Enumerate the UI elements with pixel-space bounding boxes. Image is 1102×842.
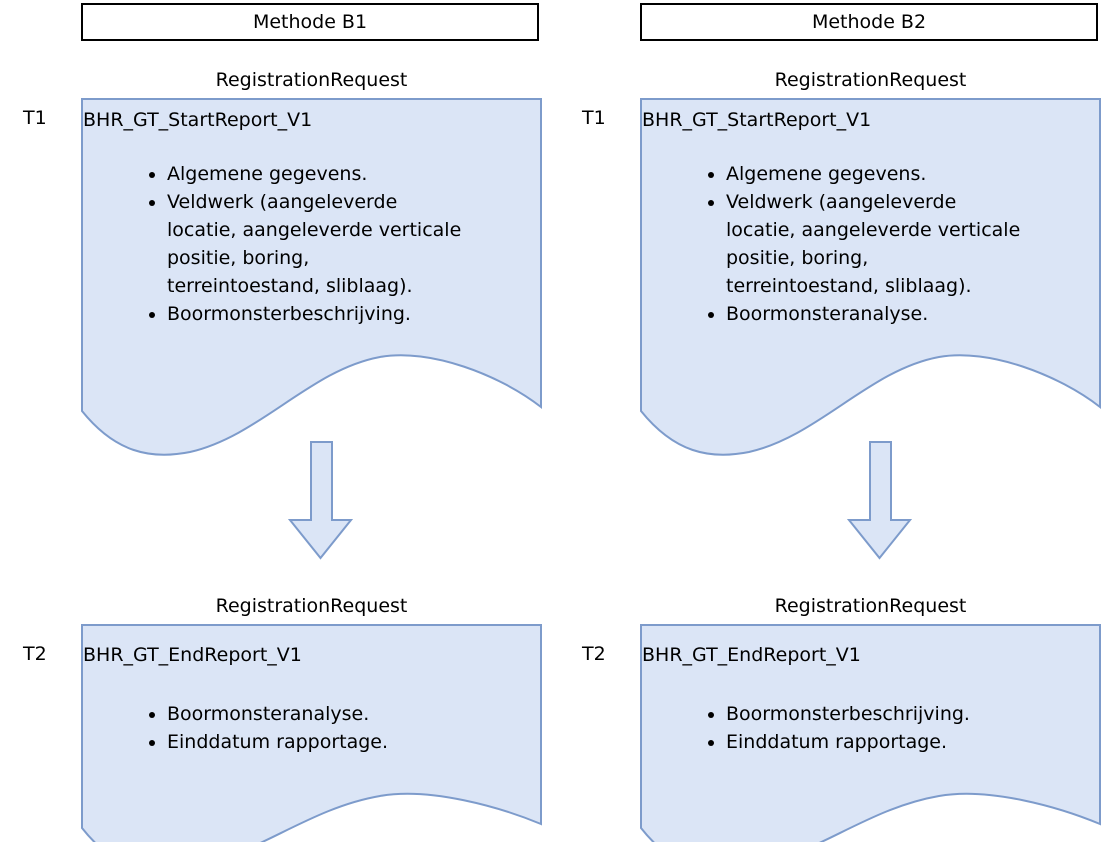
document-title: BHR_GT_StartReport_V1	[642, 109, 872, 131]
document-title: BHR_GT_StartReport_V1	[83, 109, 313, 131]
end-report-document: BHR_GT_EndReport_V1 Boormonsterbeschrijv…	[640, 624, 1101, 756]
down-arrow-icon	[847, 441, 912, 560]
bullet-item: Algemene gegevens.	[726, 160, 1097, 188]
document-shape	[640, 624, 1101, 842]
document-shape	[81, 624, 542, 842]
bullet-item: Boormonsterbeschrijving.	[726, 700, 1097, 728]
start-report-document: BHR_GT_StartReport_V1 Algemene gegevens.…	[640, 98, 1101, 328]
down-arrow	[847, 441, 912, 560]
document-bullet-list: Boormonsterbeschrijving. Einddatum rappo…	[642, 700, 1097, 756]
method-header: Methode B2	[640, 3, 1098, 41]
time-label-t2: T2	[582, 643, 606, 665]
method-header-label: Methode B1	[252, 11, 368, 33]
time-label-t2: T2	[23, 643, 47, 665]
registration-request-label: RegistrationRequest	[774, 69, 967, 91]
document-title: BHR_GT_EndReport_V1	[83, 644, 302, 666]
registration-request-label: RegistrationRequest	[215, 595, 408, 617]
document-title: BHR_GT_EndReport_V1	[642, 644, 861, 666]
start-report-document: BHR_GT_StartReport_V1 Algemene gegevens.…	[81, 98, 542, 328]
document-bullet-list: Boormonsteranalyse. Einddatum rapportage…	[83, 700, 538, 756]
bullet-item: Veldwerk (aangeleverde locatie, aangelev…	[726, 188, 1097, 300]
time-label-t1: T1	[23, 107, 47, 129]
document-bullet-list: Algemene gegevens. Veldwerk (aangeleverd…	[83, 160, 538, 328]
registration-request-label: RegistrationRequest	[215, 69, 408, 91]
document-bullet-list: Algemene gegevens. Veldwerk (aangeleverd…	[642, 160, 1097, 328]
end-report-document-shape	[640, 624, 1101, 842]
bullet-item: Einddatum rapportage.	[726, 728, 1097, 756]
start-report-document-shape	[640, 98, 1101, 456]
document-shape	[640, 98, 1101, 456]
end-report-document: BHR_GT_EndReport_V1 Boormonsteranalyse. …	[81, 624, 542, 756]
document-shape	[81, 98, 542, 456]
registration-request-label: RegistrationRequest	[774, 595, 967, 617]
bullet-item: Boormonsteranalyse.	[726, 300, 1097, 328]
bullet-item: Boormonsterbeschrijving.	[167, 300, 538, 328]
bullet-item: Boormonsteranalyse.	[167, 700, 538, 728]
down-arrow-icon	[288, 441, 353, 560]
method-header-label: Methode B2	[811, 11, 927, 33]
bullet-item: Einddatum rapportage.	[167, 728, 538, 756]
bullet-item: Veldwerk (aangeleverde locatie, aangelev…	[167, 188, 538, 300]
time-label-t1: T1	[582, 107, 606, 129]
end-report-document-shape	[81, 624, 542, 842]
method-column-b1: Methode B1 RegistrationRequest T1 BHR_GT…	[23, 0, 542, 842]
method-column-b2: Methode B2 RegistrationRequest T1 BHR_GT…	[582, 0, 1101, 842]
method-header: Methode B1	[81, 3, 539, 41]
start-report-document-shape	[81, 98, 542, 456]
down-arrow	[288, 441, 353, 560]
bullet-item: Algemene gegevens.	[167, 160, 538, 188]
